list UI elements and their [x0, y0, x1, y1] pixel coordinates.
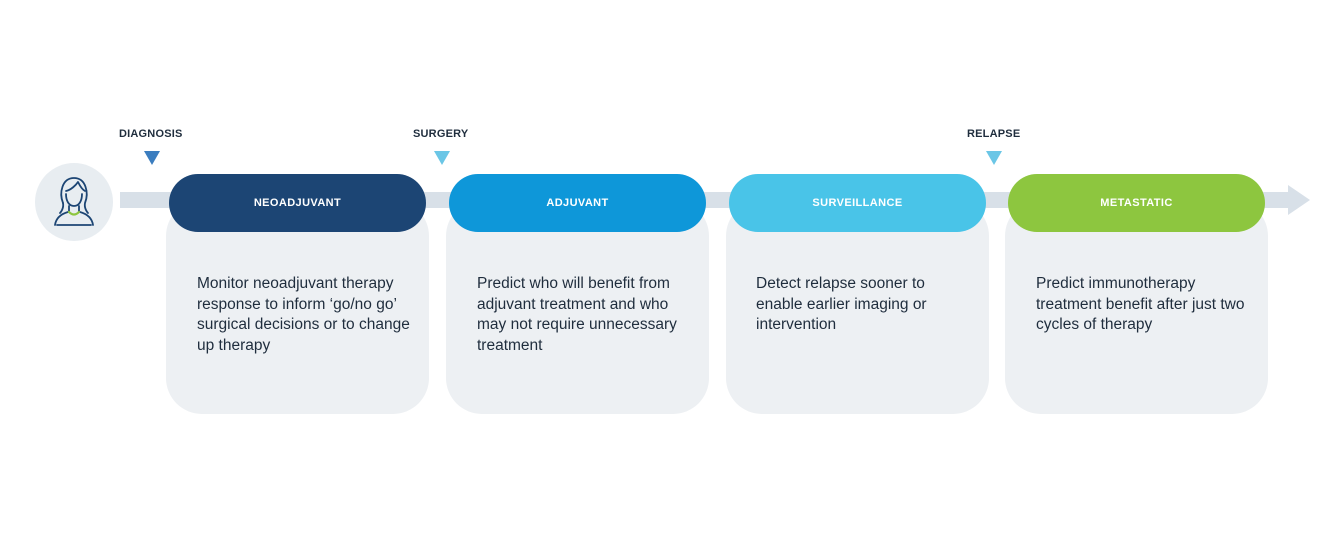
phase-card-neoadjuvant — [166, 200, 429, 414]
phase-pill-surveillance: SURVEILLANCE — [729, 174, 986, 232]
milestone-surgery-label: SURGERY — [413, 128, 469, 140]
phase-description-metastatic: Predict immunotherapy treatment benefit … — [1036, 275, 1245, 333]
phase-title: SURVEILLANCE — [812, 197, 903, 209]
phase-card-surveillance — [726, 200, 989, 414]
phase-pill-neoadjuvant: NEOADJUVANT — [169, 174, 426, 232]
arrow-right-icon — [1288, 185, 1310, 215]
phase-pill-metastatic: METASTATIC — [1008, 174, 1265, 232]
phase-title: ADJUVANT — [546, 197, 609, 209]
milestone-surgery-marker — [434, 151, 450, 165]
milestone-diagnosis-marker — [144, 151, 160, 165]
milestone-relapse-label: RELAPSE — [967, 128, 1021, 140]
phase-description-surveillance: Detect relapse sooner to enable earlier … — [756, 275, 927, 333]
milestone-diagnosis-label: DIAGNOSIS — [119, 128, 183, 140]
phase-title: NEOADJUVANT — [253, 197, 342, 209]
patient-avatar-icon — [35, 163, 113, 241]
phase-title: METASTATIC — [1100, 197, 1173, 209]
phase-description-neoadjuvant: Monitor neoadjuvant therapy response to … — [197, 275, 410, 354]
phase-card-metastatic — [1005, 200, 1268, 414]
milestone-relapse-marker — [986, 151, 1002, 165]
phase-description-adjuvant: Predict who will benefit from adjuvant t… — [477, 275, 677, 354]
phase-pill-adjuvant: ADJUVANT — [449, 174, 706, 232]
phase-card-adjuvant — [446, 200, 709, 414]
